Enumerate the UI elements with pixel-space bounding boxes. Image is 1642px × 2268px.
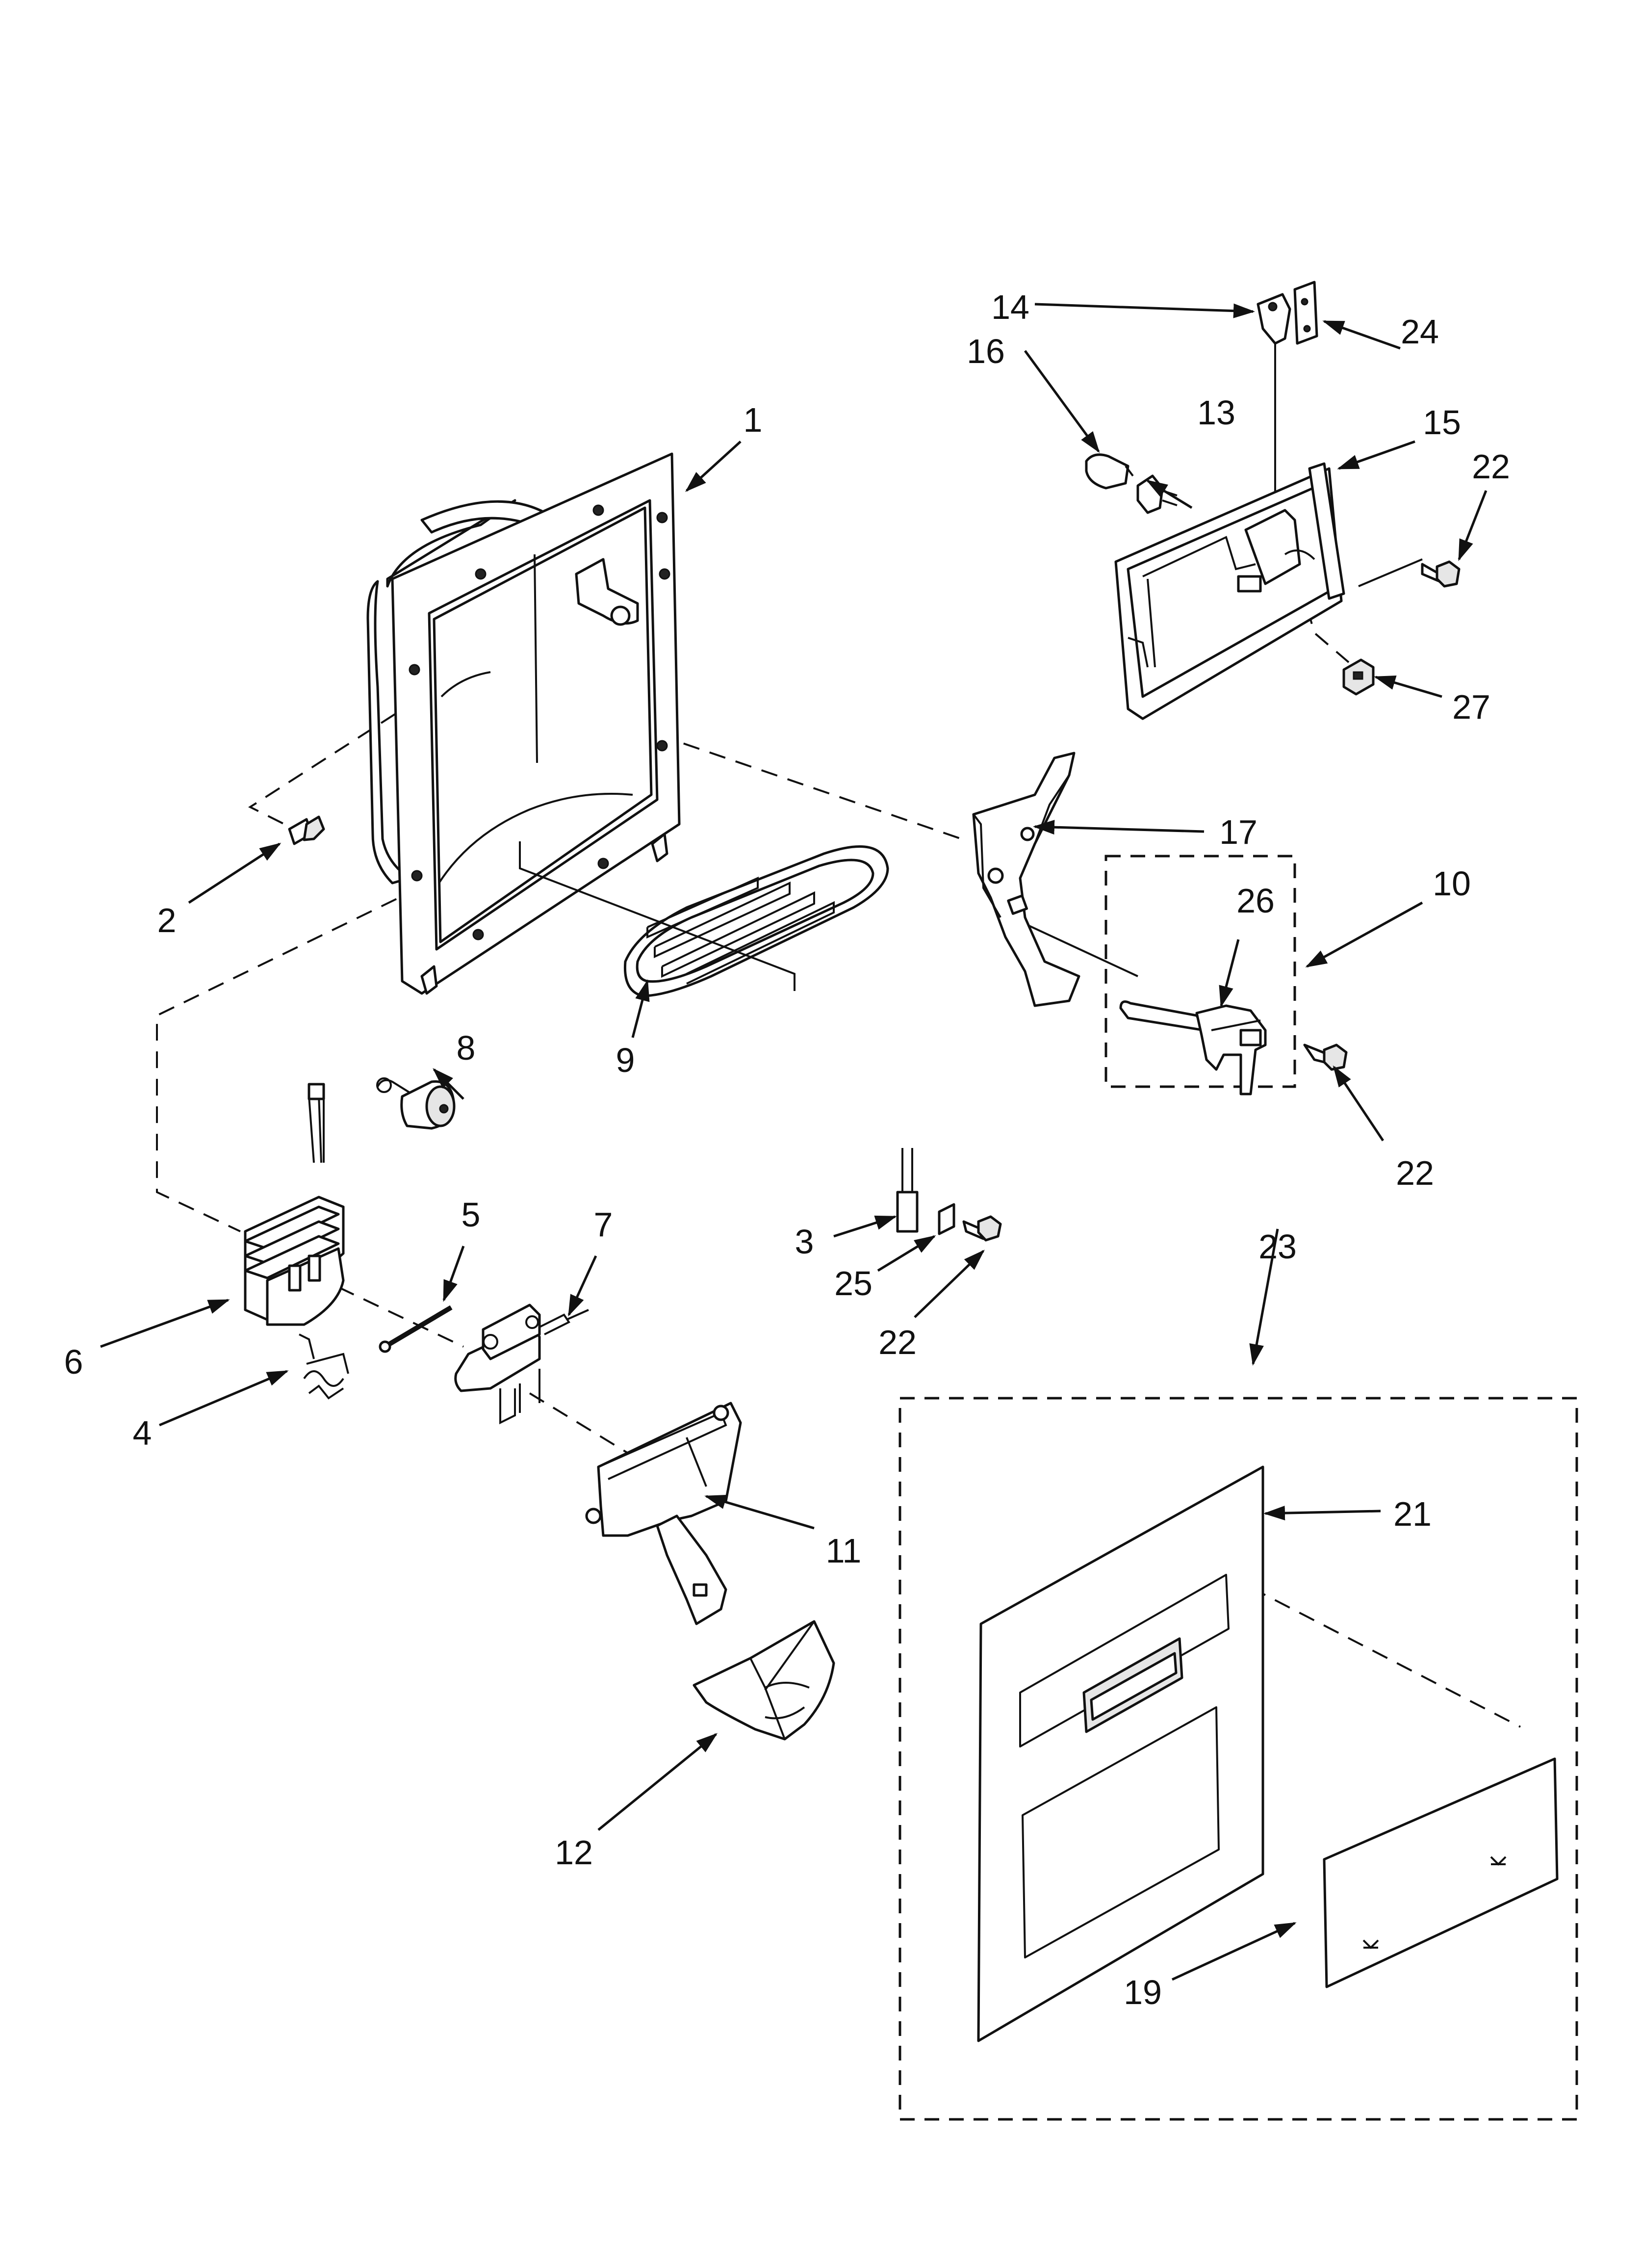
callout-24: 24	[1401, 313, 1439, 351]
callout-5: 5	[462, 1196, 481, 1234]
callout-22-mid: 22	[1396, 1154, 1434, 1192]
part-27-switch-clip	[1342, 658, 1375, 696]
drip-tray-slats	[646, 876, 835, 985]
part-16-bulb	[1085, 453, 1134, 490]
part-26-paddle	[1119, 1000, 1267, 1095]
callout-8: 8	[457, 1029, 476, 1067]
part-6-actuator	[244, 1083, 345, 1326]
part-25-plate	[938, 1203, 955, 1235]
callout-11: 11	[826, 1532, 862, 1570]
part-23-kit-box	[898, 1397, 1578, 2121]
part-24-insulator	[1293, 281, 1318, 345]
callout-labels: 1 2 3 4 5 6 7 8 9 10 11 12 13 14 15 16 1…	[64, 288, 1510, 2011]
part-19-lower-panel	[1323, 1757, 1559, 1988]
callout-27: 27	[1452, 688, 1490, 726]
callout-22-top: 22	[1472, 447, 1510, 486]
housing-screw-holes	[409, 504, 670, 940]
callout-25: 25	[834, 1264, 872, 1303]
part-22-screw-c	[1421, 560, 1461, 588]
part-14-switch	[1257, 293, 1291, 345]
callout-4: 4	[133, 1414, 152, 1452]
callout-22-low: 22	[878, 1323, 917, 1361]
part-21-dispenser-panel	[977, 1465, 1264, 2042]
part-11-chute-paddle	[585, 1402, 742, 1625]
callout-1: 1	[744, 401, 763, 439]
part-22-screw-a	[1303, 1043, 1348, 1071]
callout-2: 2	[157, 901, 177, 939]
callout-19: 19	[1124, 1973, 1162, 2011]
callout-7: 7	[594, 1205, 613, 1244]
callout-3: 3	[795, 1223, 814, 1261]
callout-26: 26	[1236, 882, 1275, 920]
part-9-drip-tray	[519, 841, 889, 997]
callout-9: 9	[616, 1041, 635, 1079]
part-7-bracket	[454, 1303, 589, 1425]
part-1-housing	[366, 452, 681, 995]
part-10-kit-box	[1104, 855, 1296, 1088]
part-8-solenoid	[376, 1077, 456, 1130]
part-17-lever	[972, 752, 1080, 1007]
part-5-pin	[379, 1305, 453, 1353]
callout-14: 14	[991, 288, 1029, 326]
callout-10: 10	[1433, 864, 1471, 903]
callout-21: 21	[1393, 1495, 1432, 1533]
callout-23: 23	[1258, 1227, 1297, 1266]
callout-16: 16	[967, 332, 1005, 370]
callout-13: 13	[1197, 393, 1235, 432]
callout-12: 12	[555, 1833, 593, 1872]
callout-6: 6	[64, 1343, 83, 1381]
part-12-chute-funnel	[693, 1620, 835, 1741]
callout-15: 15	[1423, 403, 1461, 442]
part-3-clip	[896, 1148, 919, 1233]
part-15-control-housing	[1114, 462, 1345, 720]
part-22-screw-b	[962, 1215, 1002, 1242]
leader-lines	[100, 303, 1488, 1981]
part-4-spring	[299, 1333, 349, 1400]
part-2-screw	[288, 815, 325, 845]
callout-17: 17	[1219, 813, 1257, 851]
